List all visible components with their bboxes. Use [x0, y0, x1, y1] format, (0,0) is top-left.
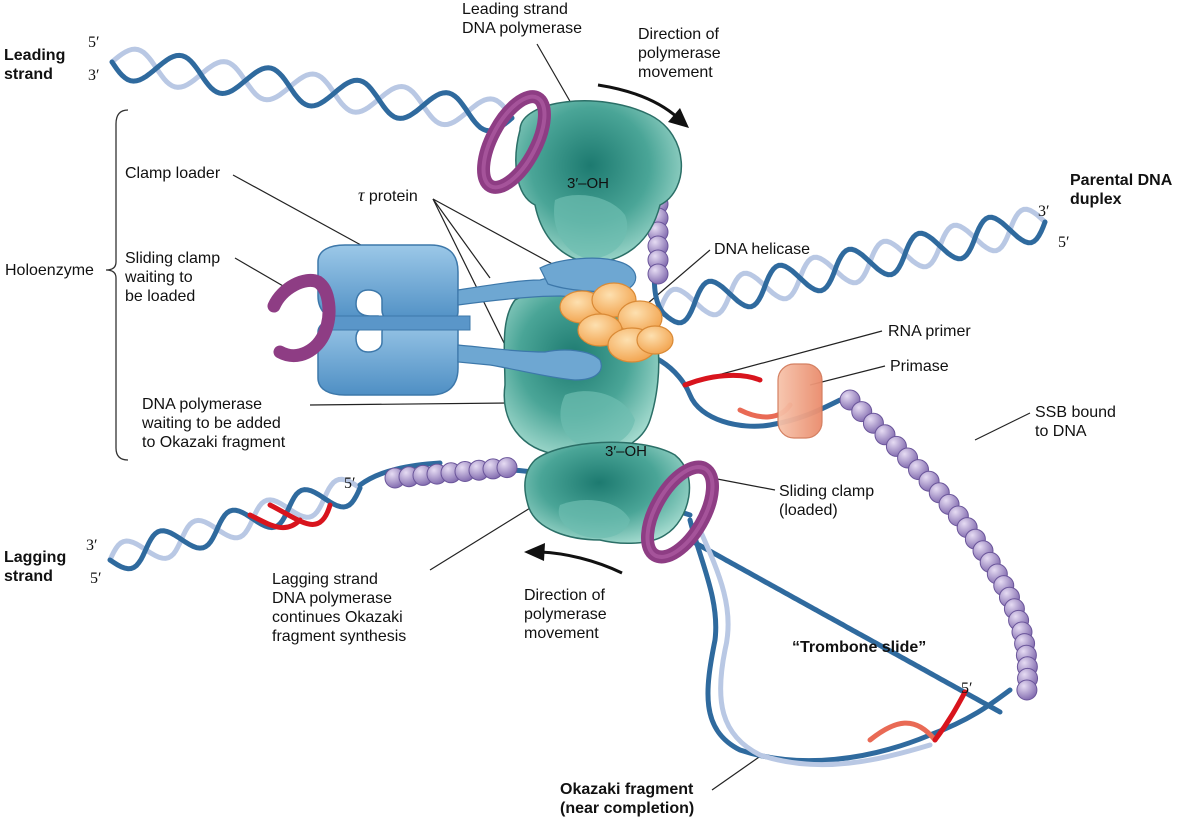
parental-3-end: 3′: [1038, 203, 1050, 220]
parental-helix-strand-b: [657, 206, 1048, 318]
sliding-clamp-waiting: [267, 274, 336, 363]
lagging-primer-5-end: 5′: [344, 475, 356, 492]
holoenzyme-bracket: [105, 109, 129, 461]
trombone-loop-strand-b: [697, 527, 933, 768]
dna-helicase: [559, 282, 674, 363]
primase: [777, 363, 823, 439]
ssb-proteins: [384, 179, 1039, 701]
lagging-3-end: 3′: [86, 537, 98, 554]
leading-5-end: 5′: [88, 34, 100, 51]
leading-strand-polymerase: [515, 100, 682, 263]
lagging-helix-strand-b: [107, 476, 363, 563]
parental-helix-strand-a: [657, 214, 1048, 326]
direction-arrow-bottom: [524, 543, 623, 575]
dna-helicase-label: DNA helicase: [714, 241, 811, 258]
sliding-clamp-loaded: [640, 460, 720, 564]
holoenzyme-label: Holoenzyme: [5, 262, 94, 279]
ssb-leading-bead-6: [647, 263, 669, 285]
tau-symbol: τ: [358, 185, 365, 205]
okazaki-fragment-label: Okazaki fragment (near completion): [560, 781, 695, 817]
clamp-loader-label: Clamp loader: [125, 165, 221, 182]
parental-duplex-label: Parental DNA duplex: [1070, 172, 1173, 208]
okazaki-primer: [932, 689, 968, 743]
leading-helix-strand-b: [109, 46, 515, 128]
lagging-helix-strand-a: [107, 485, 363, 572]
leader-lines: [232, 43, 1031, 791]
direction-top-label: Direction of polymerase movement: [638, 26, 721, 81]
okazaki-primer-light: [867, 720, 938, 743]
parental-5-end: 5′: [1058, 234, 1070, 251]
sliding-clamp-waiting-label: Sliding clamp waiting to be loaded: [125, 250, 221, 305]
okazaki-5-end: 5′: [961, 680, 973, 697]
lagging-polymerase-label: Lagging strand DNA polymerase continues …: [272, 571, 407, 645]
rna-primer-label: RNA primer: [888, 323, 971, 340]
oh-bottom-label: 3′–OH: [605, 443, 647, 460]
trombone-loop-strand-a: [687, 517, 1013, 764]
leading-strand-label: Leading strand: [4, 47, 66, 83]
trombone-slide-label: “Trombone slide”: [792, 639, 927, 656]
ssb-trombone-bead-25: [1016, 679, 1038, 701]
lagging-5-end: 5′: [90, 570, 102, 587]
rna-primer-segment: [682, 373, 763, 388]
polymerase-waiting-label: DNA polymerase waiting to be added to Ok…: [142, 396, 286, 451]
leading-polymerase-label: Leading strand DNA polymerase: [462, 1, 583, 37]
sliding-clamp-leading: [477, 90, 551, 194]
leading-helix-strand-a: [109, 52, 515, 134]
lagging-strand-label: Lagging strand: [4, 549, 67, 585]
oh-top-label: 3′–OH: [567, 175, 609, 192]
tau-protein-label: τ protein: [358, 185, 418, 206]
ssb-label: SSB bound to DNA: [1035, 404, 1116, 440]
ssb-lagging-bead-8: [496, 457, 518, 479]
leading-3-end: 3′: [88, 67, 100, 84]
tau-word: protein: [364, 188, 418, 205]
lagging-rna-primer: [247, 502, 333, 531]
primase-label: Primase: [890, 358, 949, 375]
sliding-clamp-loaded-label: Sliding clamp (loaded): [779, 483, 875, 519]
direction-bottom-label: Direction of polymerase movement: [524, 587, 607, 642]
direction-arrow-top: [597, 83, 689, 128]
okazaki-guide-strand-a: [687, 537, 1003, 715]
